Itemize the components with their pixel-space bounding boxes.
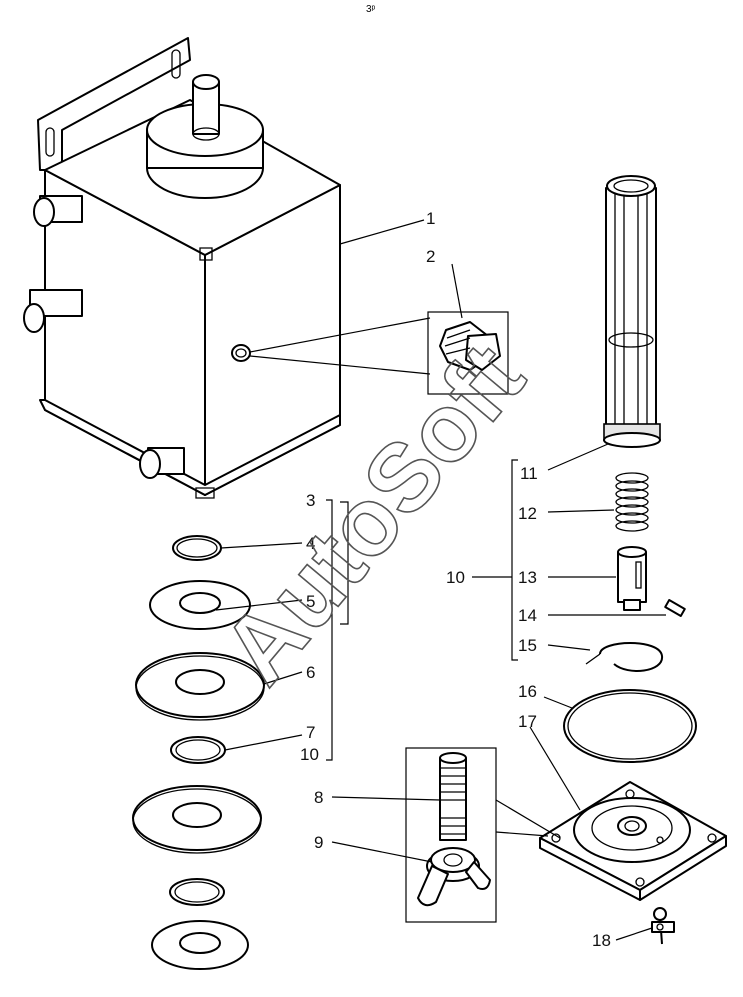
- callout-10a: 10: [300, 745, 319, 764]
- callout-2: 2: [426, 247, 435, 266]
- washer-small-2: [151, 920, 249, 970]
- tank-assembly: [23, 37, 341, 499]
- callout-17: 17: [518, 712, 537, 731]
- drain-plug: [249, 311, 509, 395]
- filter-cartridge: [603, 175, 661, 448]
- group-brackets: [326, 459, 518, 761]
- washer-large: [135, 652, 265, 721]
- washer-stack: [132, 535, 265, 970]
- callout-16: 16: [518, 682, 537, 701]
- stud-and-wing-nut: [405, 747, 561, 923]
- o-ring: [563, 689, 697, 763]
- callout-14: 14: [518, 606, 537, 625]
- callout-5: 5: [306, 592, 315, 611]
- callout-7: 7: [306, 723, 315, 742]
- valve-piston: [617, 546, 647, 611]
- callout-4: 4: [306, 534, 315, 553]
- callout-1: 1: [426, 209, 435, 228]
- header-mark: 3ᵖ: [366, 4, 376, 15]
- callout-6: 6: [306, 663, 315, 682]
- ring-seal-2: [169, 878, 225, 906]
- ring-seal: [170, 736, 226, 764]
- callout-labels: 1 2 3 4 5 6 7 10 8 9 11 12 10 13 14 15 1…: [300, 209, 611, 950]
- leader-lines: [215, 219, 666, 941]
- callout-8: 8: [314, 788, 323, 807]
- washer-large-2: [132, 785, 262, 854]
- callout-10b: 10: [446, 568, 465, 587]
- callout-12: 12: [518, 504, 537, 523]
- callout-3: 3: [306, 491, 315, 510]
- callout-13: 13: [518, 568, 537, 587]
- callout-9: 9: [314, 833, 323, 852]
- snap-ring: [172, 535, 222, 561]
- spring: [615, 472, 649, 532]
- washer-small: [149, 580, 251, 630]
- callout-11: 11: [520, 464, 538, 483]
- callout-15: 15: [518, 636, 537, 655]
- pin: [664, 599, 686, 617]
- circlip: [585, 642, 663, 672]
- base-flange: [539, 781, 727, 901]
- valve-fitting: [651, 907, 675, 945]
- callout-18: 18: [592, 931, 611, 950]
